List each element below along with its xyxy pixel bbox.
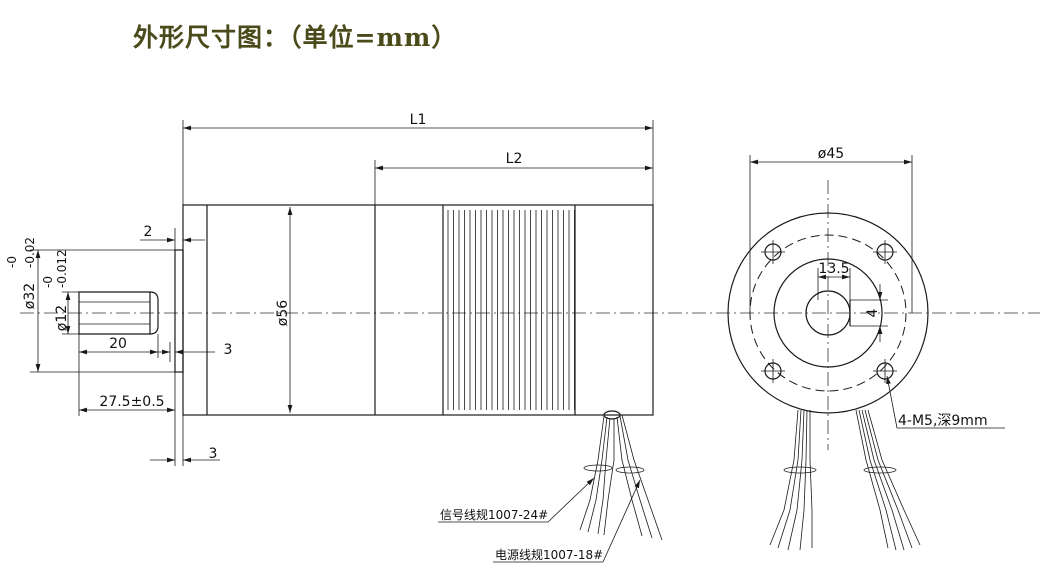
dim-20: 20 <box>109 336 127 352</box>
bolt-hole <box>761 359 785 383</box>
dim-d32: ø32 <box>22 283 38 309</box>
dim-4: 4 <box>865 308 881 317</box>
wire-exit <box>603 410 621 420</box>
motor-body <box>182 204 654 416</box>
wire <box>619 415 653 539</box>
leader <box>886 375 898 429</box>
wire <box>579 415 605 531</box>
dim-d12: ø12 <box>54 305 70 331</box>
bolt-hole <box>873 240 897 264</box>
dim-L2: L2 <box>506 151 523 167</box>
wire-signal-label: 信号线规1007-24# <box>440 507 548 522</box>
leader <box>547 477 595 523</box>
front-wires-left <box>769 409 817 551</box>
dim-3-bottom: 3 <box>209 446 218 462</box>
dim-d32-tol-lower: -0.02 <box>23 237 37 268</box>
leader <box>602 479 641 563</box>
wire <box>621 414 663 541</box>
cooling-fins <box>447 210 575 410</box>
side-wires <box>579 410 663 541</box>
dim-2: 2 <box>144 224 153 240</box>
wire <box>587 416 608 533</box>
wire-tie <box>615 466 645 474</box>
outer-circle <box>727 212 929 414</box>
dim-13-5: 13.5 <box>818 261 849 277</box>
boss-circle <box>773 258 883 368</box>
dim-3-top: 3 <box>224 342 233 358</box>
front-view: ø45 13.5 4 4-M5,深9mm <box>727 146 1005 551</box>
wire <box>603 418 615 536</box>
wire-tie <box>583 464 613 472</box>
dim-d32-tol-upper: -0 <box>5 256 19 268</box>
flange-boss <box>174 249 184 373</box>
wire <box>597 417 611 535</box>
dim-d12-tol-upper: -0 <box>41 276 55 288</box>
shaft <box>78 291 159 335</box>
page-title: 外形尺寸图：（单位=mm） <box>133 23 458 52</box>
bolt-hole <box>761 240 785 264</box>
side-view: L1 L2 ø56 2 ø32 -0.02 -0 ø12 -0.012 -0 2… <box>5 112 1040 563</box>
dim-d12-tol-lower: -0.012 <box>55 249 69 288</box>
dim-27-5: 27.5±0.5 <box>99 394 164 410</box>
bolt-hole <box>873 359 897 383</box>
dim-d45: ø45 <box>818 146 844 162</box>
dim-d56: ø56 <box>275 300 291 326</box>
holes-label: 4-M5,深9mm <box>898 413 988 429</box>
wire-power-label: 电源线规1007-18# <box>495 547 603 562</box>
dim-L1: L1 <box>410 112 427 128</box>
wire <box>616 416 643 537</box>
front-wires-right <box>855 409 921 551</box>
